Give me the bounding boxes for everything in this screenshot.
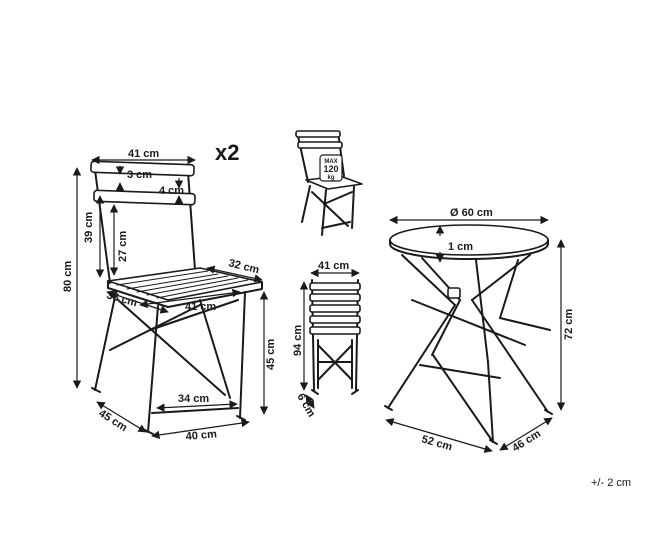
tolerance-note: +/- 2 cm <box>591 477 631 489</box>
table-base-depth-label: 46 cm <box>510 428 543 455</box>
folded-chair-depth-label: 6 cm <box>294 392 317 420</box>
chair-leg-span-label: 34 cm <box>178 393 209 405</box>
folded-chair-dimension-lines <box>299 268 360 409</box>
chair-back-width-label: 41 cm <box>128 148 159 160</box>
folded-chair-width-label: 41 cm <box>318 260 349 272</box>
chair-dimension-lines <box>72 155 269 440</box>
chair-total-height-label: 80 cm <box>62 261 74 292</box>
table-height-label: 72 cm <box>563 309 575 340</box>
table-diameter-label: Ø 60 cm <box>450 207 493 219</box>
chair-back-lower-label: 27 cm <box>117 231 129 262</box>
chair-seat-height-label: 45 cm <box>265 339 277 370</box>
chair-slat-gap-label: 3 cm <box>127 169 152 181</box>
load-badge: MAX 120 kg <box>319 154 343 182</box>
chair-seat-width-label: 41 cm <box>185 301 216 313</box>
folded-chair-drawing <box>309 279 361 395</box>
small-chair-drawing <box>295 130 363 236</box>
chair-slat-height-label: 4 cm <box>159 185 184 197</box>
chair-seat-depth-left-label: 36 cm <box>105 289 139 309</box>
folded-chair-height-label: 94 cm <box>292 325 304 356</box>
load-badge-line2: 120 <box>323 164 338 174</box>
load-badge-line1: MAX <box>324 159 337 165</box>
table-dimension-lines <box>385 215 566 453</box>
chair-quantity-label: x2 <box>215 140 239 165</box>
chair-back-height-label: 39 cm <box>83 212 95 243</box>
chair-base-width-label: 40 cm <box>185 428 217 443</box>
table-drawing <box>384 224 553 445</box>
table-base-width-label: 52 cm <box>420 433 454 453</box>
load-badge-line3: kg <box>327 175 334 181</box>
table-top-thickness-label: 1 cm <box>448 241 473 253</box>
